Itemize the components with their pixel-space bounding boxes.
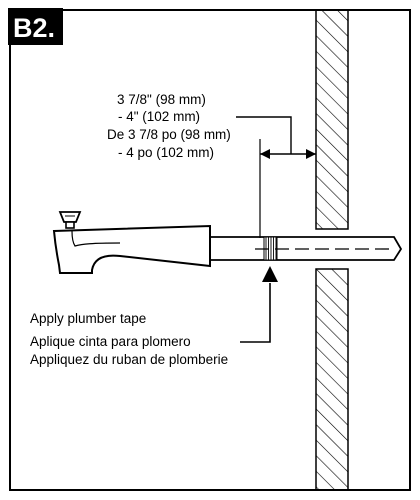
hatched-wall-icon bbox=[315, 268, 349, 490]
tape-leader bbox=[240, 266, 278, 343]
step-label: B2. bbox=[13, 13, 55, 43]
spout-body bbox=[52, 224, 211, 274]
diverter-knob bbox=[58, 211, 82, 223]
wall-upper bbox=[315, 10, 349, 230]
step-badge-background bbox=[8, 8, 63, 45]
distance-leader bbox=[236, 116, 292, 154]
threaded-pipe-icon bbox=[210, 236, 403, 261]
distance-dimension bbox=[236, 116, 316, 238]
tape-note-line-3: Appliquez du ruban de plomberie bbox=[30, 352, 228, 367]
spout-bore bbox=[210, 236, 264, 261]
distance-note-line-4: - 4 po (102 mm) bbox=[118, 145, 214, 160]
distance-note-line-1: 3 7/8" (98 mm) bbox=[117, 92, 206, 107]
distance-note-line-3: De 3 7/8 po (98 mm) bbox=[107, 127, 231, 142]
hatched-wall-icon bbox=[315, 10, 349, 230]
tape-note-line-2: Aplique cinta para plomero bbox=[30, 334, 191, 349]
tape-arrowhead bbox=[262, 266, 278, 282]
dimension-arrowhead-right bbox=[306, 149, 316, 159]
tape-note: Apply plumber tape Aplique cinta para pl… bbox=[30, 311, 228, 367]
tape-note-line-1: Apply plumber tape bbox=[30, 311, 146, 326]
step-badge: B2. bbox=[8, 8, 63, 45]
distance-note: 3 7/8" (98 mm) - 4" (102 mm) De 3 7/8 po… bbox=[107, 92, 231, 160]
tub-spout-icon bbox=[52, 211, 264, 274]
distance-note-line-2: - 4" (102 mm) bbox=[118, 109, 200, 124]
wall-lower bbox=[315, 268, 349, 490]
dimension-arrowhead-left bbox=[260, 149, 270, 159]
